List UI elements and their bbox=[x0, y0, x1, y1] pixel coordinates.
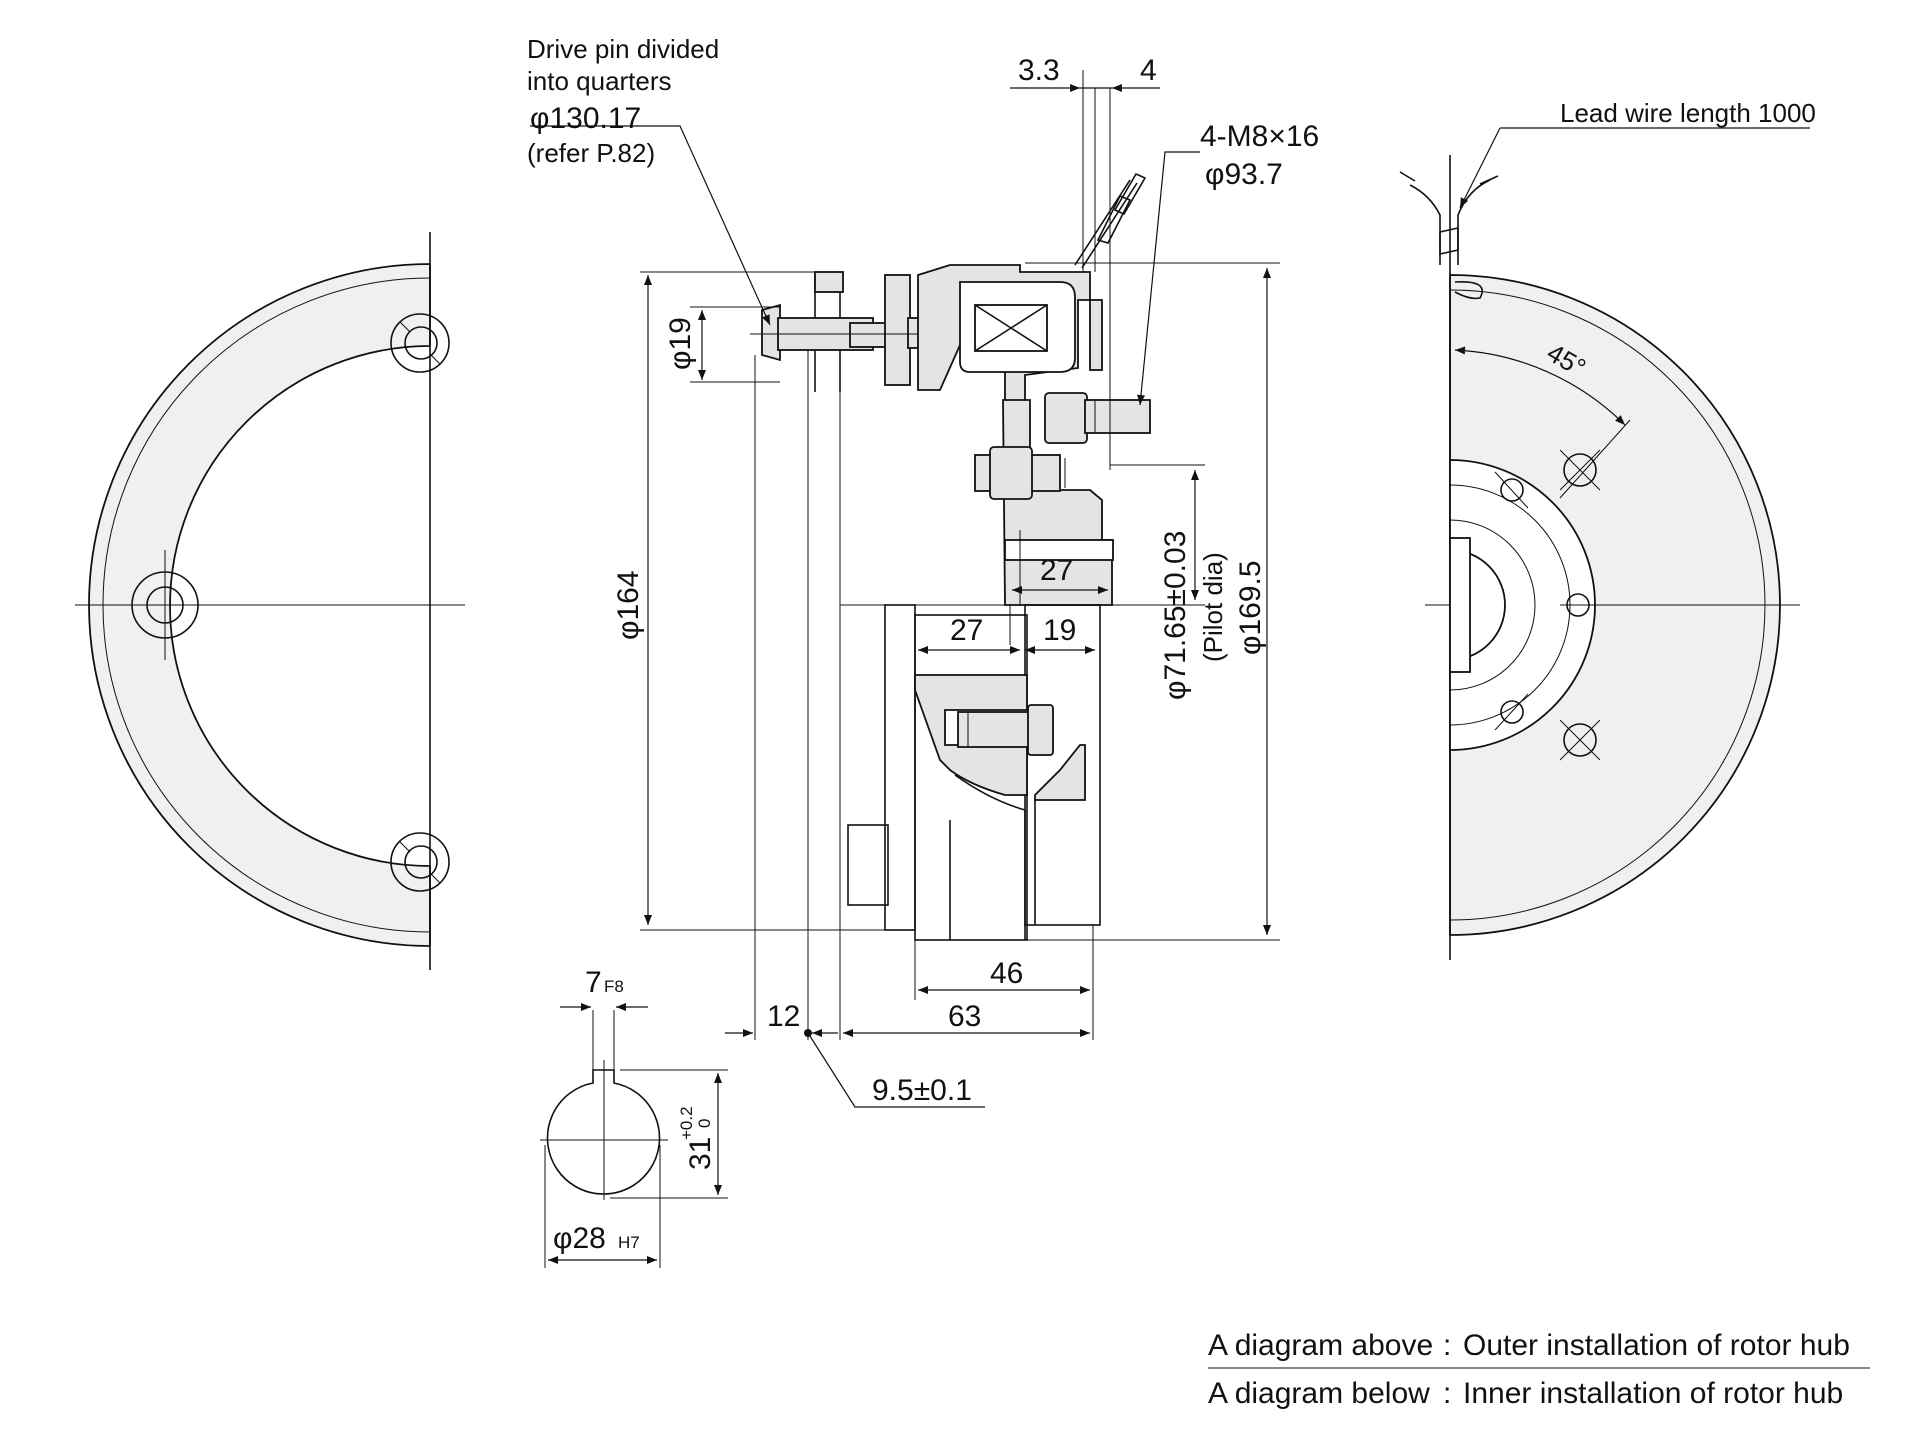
legend-desc-above: Outer installation of rotor hub bbox=[1463, 1329, 1850, 1362]
annotations: Drive pin divided into quarters φ130.17 … bbox=[527, 34, 1816, 1255]
dim-phi164: φ164 bbox=[612, 570, 645, 640]
dim-27-bottom: 27 bbox=[950, 614, 983, 647]
bore-tolerance: H7 bbox=[618, 1233, 640, 1252]
dimension-lines bbox=[530, 84, 1810, 1108]
dim-3-3: 3.3 bbox=[1018, 54, 1060, 87]
bolt-spec: 4-M8×16 bbox=[1200, 120, 1319, 153]
pilot-note: (Pilot dia) bbox=[1198, 552, 1228, 662]
dim-4: 4 bbox=[1140, 54, 1157, 87]
keyway-detail bbox=[540, 1003, 728, 1268]
lead-wire-right bbox=[1399, 171, 1499, 300]
dim-phi19: φ19 bbox=[664, 317, 697, 370]
dim-12: 12 bbox=[767, 1000, 800, 1033]
key-depth-tol-lower: 0 bbox=[695, 1119, 714, 1128]
legend-desc-below: Inner installation of rotor hub bbox=[1463, 1377, 1843, 1410]
dim-27-top: 27 bbox=[1040, 554, 1073, 587]
bore-diameter: φ28 bbox=[553, 1222, 606, 1255]
legend-sep-below: : bbox=[1443, 1377, 1451, 1410]
dim-19: 19 bbox=[1043, 614, 1076, 647]
drive-pin-diameter: φ130.17 bbox=[530, 102, 641, 135]
dim-9-5: 9.5±0.1 bbox=[872, 1074, 972, 1107]
field-assembly bbox=[917, 264, 1103, 412]
key-width: 7 bbox=[585, 966, 602, 999]
left-bolt-hole-top bbox=[390, 313, 450, 373]
lower-rotor bbox=[847, 604, 1101, 941]
left-bolt-hole-middle bbox=[131, 550, 199, 660]
legend-key-above: A diagram above bbox=[1208, 1329, 1433, 1362]
legend-key-below: A diagram below bbox=[1208, 1377, 1430, 1410]
stator-bolt bbox=[1044, 392, 1151, 444]
legend-sep-above: : bbox=[1443, 1329, 1451, 1362]
dim-63: 63 bbox=[948, 1000, 981, 1033]
center-section-view bbox=[640, 70, 1280, 1040]
right-end-view bbox=[1399, 155, 1800, 960]
left-bolt-hole-bottom bbox=[390, 832, 450, 892]
key-width-tolerance: F8 bbox=[604, 977, 624, 996]
drive-pin bbox=[750, 274, 940, 386]
key-depth-tol-upper: +0.2 bbox=[677, 1106, 696, 1140]
dim-46: 46 bbox=[990, 957, 1023, 990]
drive-pin-reference: (refer P.82) bbox=[527, 138, 655, 168]
legend: A diagram above : Outer installation of … bbox=[1208, 1329, 1870, 1410]
rotor-body bbox=[974, 399, 1114, 606]
left-end-view bbox=[75, 232, 465, 970]
pilot-dimension: φ71.65±0.03 bbox=[1159, 531, 1192, 700]
lead-wire-label: Lead wire length 1000 bbox=[1560, 98, 1816, 128]
drive-pin-label-line2: into quarters bbox=[527, 66, 672, 96]
drive-pin-label-line1: Drive pin divided bbox=[527, 34, 719, 64]
bolt-pcd: φ93.7 bbox=[1205, 158, 1283, 191]
key-depth: 31 bbox=[684, 1137, 717, 1170]
dim-phi169-5: φ169.5 bbox=[1234, 560, 1267, 655]
